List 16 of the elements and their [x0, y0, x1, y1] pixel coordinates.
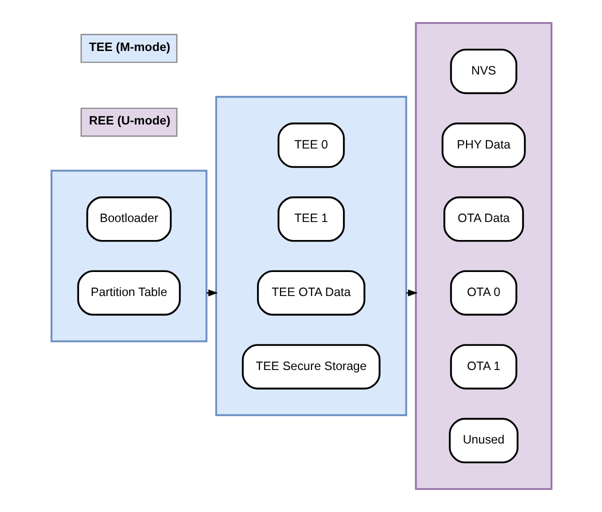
node-box: Unused	[448, 418, 518, 464]
node-box: TEE 1	[277, 196, 344, 242]
node-box: Partition Table	[76, 270, 180, 316]
node-box: PHY Data	[441, 122, 526, 168]
legend-label: TEE (M-mode)	[88, 40, 170, 54]
node-box: Bootloader	[86, 196, 172, 242]
node-box: TEE 0	[277, 122, 344, 168]
cluster	[414, 22, 552, 490]
legend-label: REE (U-mode)	[88, 114, 170, 128]
node-box: OTA 1	[450, 344, 517, 390]
node-box: OTA Data	[442, 196, 524, 242]
node-box: TEE OTA Data	[256, 270, 365, 316]
node-box: OTA 0	[450, 270, 517, 316]
node-box: TEE Secure Storage	[241, 344, 380, 390]
node-box: NVS	[450, 48, 517, 94]
cluster	[50, 170, 207, 342]
